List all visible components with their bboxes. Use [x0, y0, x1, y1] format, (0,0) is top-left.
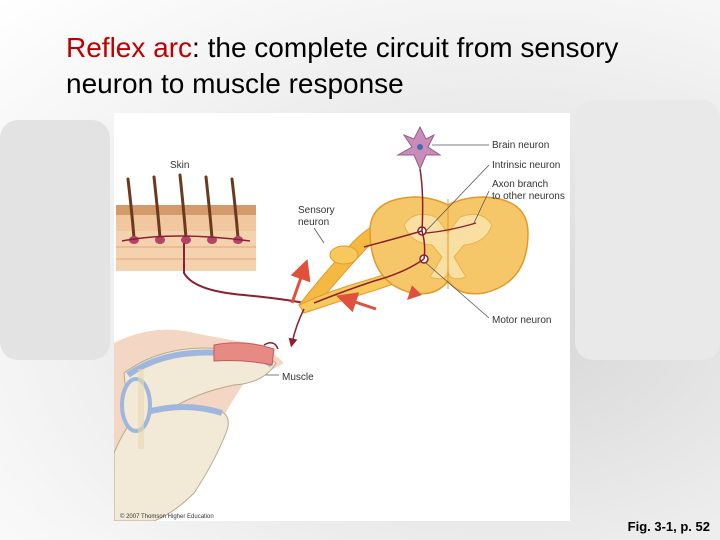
label-axon-branch: Axon branch	[492, 179, 548, 190]
kneecap	[122, 379, 150, 431]
knee-illustration	[114, 330, 284, 521]
spinal-cord	[370, 197, 528, 294]
reflex-arc-diagram: Skin Sensory neuron Brain neuron Intrins…	[114, 113, 570, 521]
label-sensory-neuron: Sensory	[298, 205, 335, 216]
background-shape	[575, 100, 720, 360]
arrow-efferent	[346, 299, 376, 309]
label-brain-neuron: Brain neuron	[492, 140, 549, 151]
figure-reference: Fig. 3-1, p. 52	[628, 519, 710, 534]
arrow-afferent	[292, 269, 304, 303]
label-axon-branch-2: to other neurons	[492, 191, 565, 202]
background-shape	[0, 120, 110, 360]
reflex-arc-figure: Skin Sensory neuron Brain neuron Intrins…	[114, 113, 570, 521]
dorsal-root-ganglion	[330, 246, 358, 264]
label-muscle: Muscle	[282, 372, 314, 383]
title-keyword: Reflex arc	[66, 32, 192, 63]
label-sensory-neuron-2: neuron	[298, 217, 329, 228]
slide-title: Reflex arc: the complete circuit from se…	[66, 30, 686, 102]
motor-neuron-fiber	[292, 309, 304, 343]
copyright-notice: © 2007 Thomson Higher Education	[120, 513, 214, 520]
skin-illustration	[116, 175, 256, 271]
label-skin: Skin	[170, 160, 189, 171]
label-motor-neuron: Motor neuron	[492, 315, 551, 326]
label-intrinsic-neuron: Intrinsic neuron	[492, 160, 560, 171]
